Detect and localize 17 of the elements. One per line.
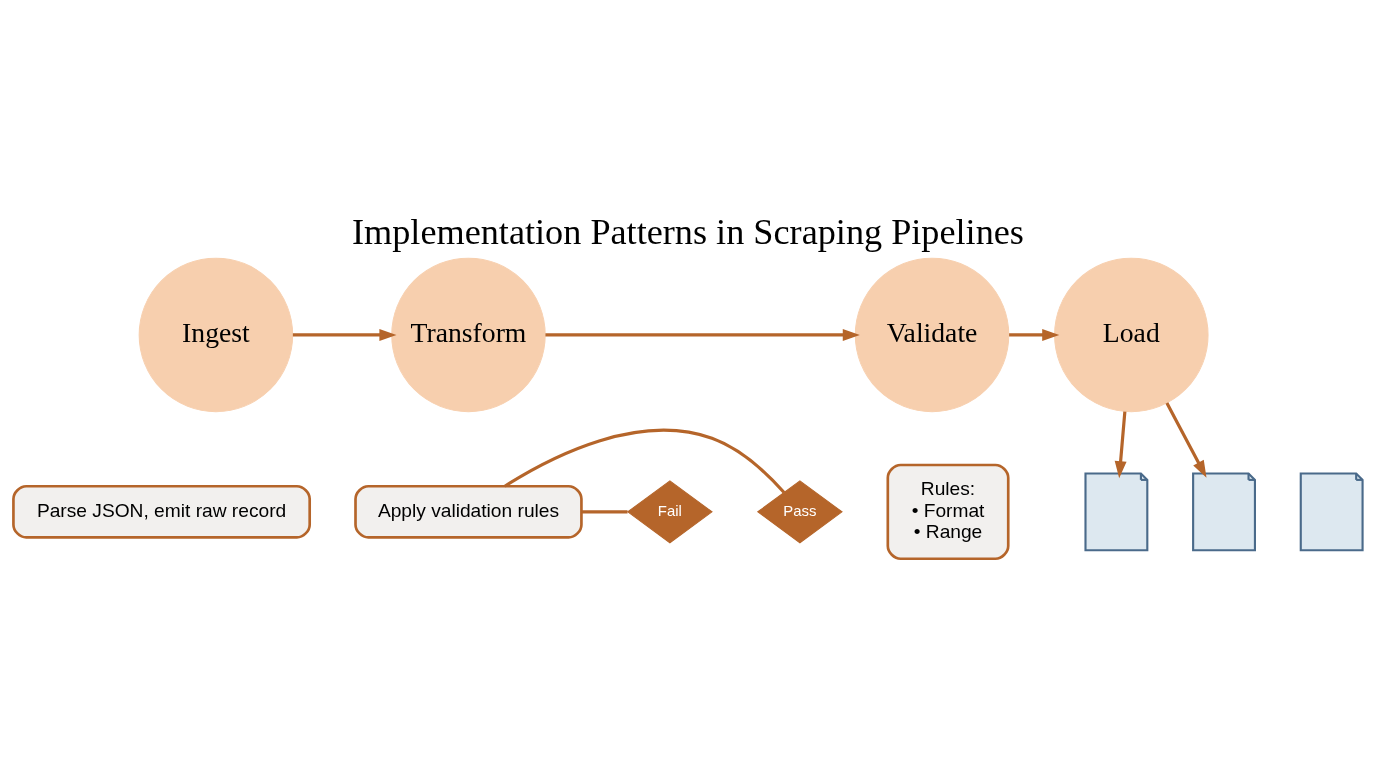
- node-circle: Validate: [854, 257, 1010, 412]
- node-box: Apply validation rules: [354, 484, 583, 539]
- node-box: Rules: • Format • Range: [886, 463, 1010, 560]
- connector: [581, 509, 628, 513]
- arrow: [545, 328, 860, 341]
- arrow: [1009, 328, 1060, 341]
- arrow: [1114, 411, 1127, 478]
- arrow: [292, 328, 397, 341]
- node-circle: Transform: [391, 257, 546, 412]
- node-box: Parse JSON, emit raw record: [12, 484, 311, 539]
- node-diamond: Fail: [626, 479, 713, 543]
- connector: [503, 428, 786, 494]
- node-diamond: Pass: [756, 479, 843, 543]
- diagram-title: Implementation Patterns in Scraping Pipelines: [352, 211, 1024, 252]
- arrow: [1165, 401, 1207, 478]
- node-circle: Ingest: [138, 257, 294, 412]
- node-circle: Load: [1054, 257, 1209, 412]
